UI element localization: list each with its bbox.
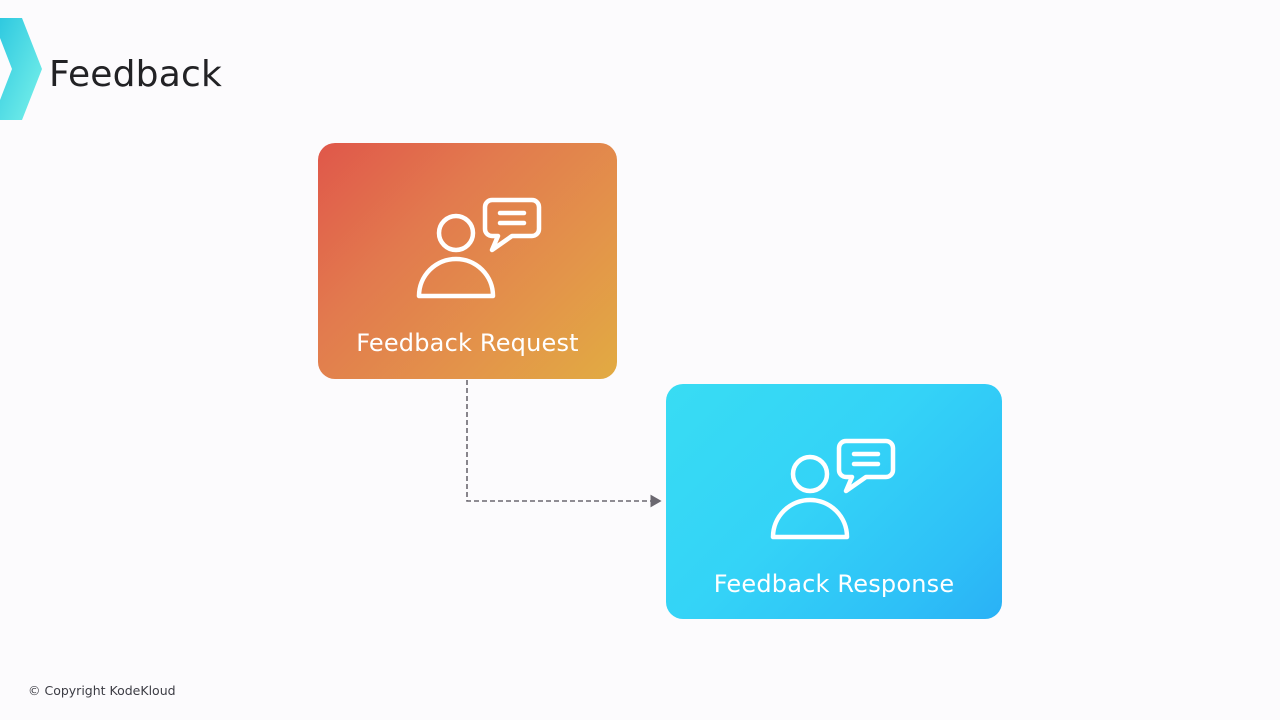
feedback-request-node: Feedback Request	[318, 143, 617, 379]
person-speech-bubble-icon	[770, 438, 896, 540]
page-title: Feedback	[49, 54, 223, 95]
copyright-text: © Copyright KodeKloud	[28, 683, 176, 698]
feedback-response-label: Feedback Response	[713, 570, 955, 598]
feedback-request-label: Feedback Request	[356, 329, 579, 357]
dashed-connector-line	[466, 380, 662, 508]
feedback-response-node: Feedback Response	[666, 384, 1002, 619]
person-speech-bubble-icon	[416, 197, 542, 299]
logo-chevron-icon	[0, 18, 42, 120]
